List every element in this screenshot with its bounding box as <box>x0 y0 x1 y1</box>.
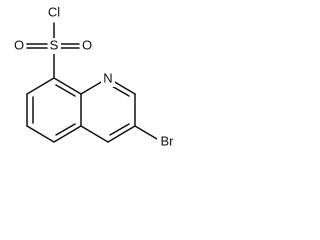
atom-label-layer: Cl S O O N Br <box>13 4 177 150</box>
bond-c7-c8 <box>26 77 55 95</box>
bond-c8-c8a-inner <box>55 84 76 97</box>
mask-sulfur <box>48 38 61 54</box>
atom-label-bromine: Br <box>161 133 175 148</box>
bond-c5-c6 <box>26 125 55 143</box>
bond-c8-c8a <box>53 77 82 95</box>
mask-oxygen-left <box>13 38 26 54</box>
bond-c4-c4a <box>80 125 109 143</box>
mask-bromine <box>157 134 177 150</box>
bond-c4a-c5 <box>53 125 82 143</box>
bond-c4a-c5-inner <box>55 123 76 136</box>
chemical-structure-diagram: Cl S O O N Br <box>13 4 177 150</box>
bond-c3-br <box>134 125 158 140</box>
atom-label-sulfur: S <box>50 37 59 52</box>
atom-label-oxygen-left: O <box>14 37 24 52</box>
mask-chlorine <box>44 4 65 21</box>
atom-label-nitrogen: N <box>103 70 112 85</box>
atom-label-chlorine: Cl <box>48 4 60 19</box>
bond-c3-c4-inner <box>109 123 130 136</box>
bond-layer <box>26 22 158 143</box>
mask-oxygen-right <box>80 38 93 54</box>
atom-label-oxygen-right: O <box>82 37 92 52</box>
mask-nitrogen <box>101 71 115 87</box>
bond-c3-c4 <box>107 125 136 143</box>
